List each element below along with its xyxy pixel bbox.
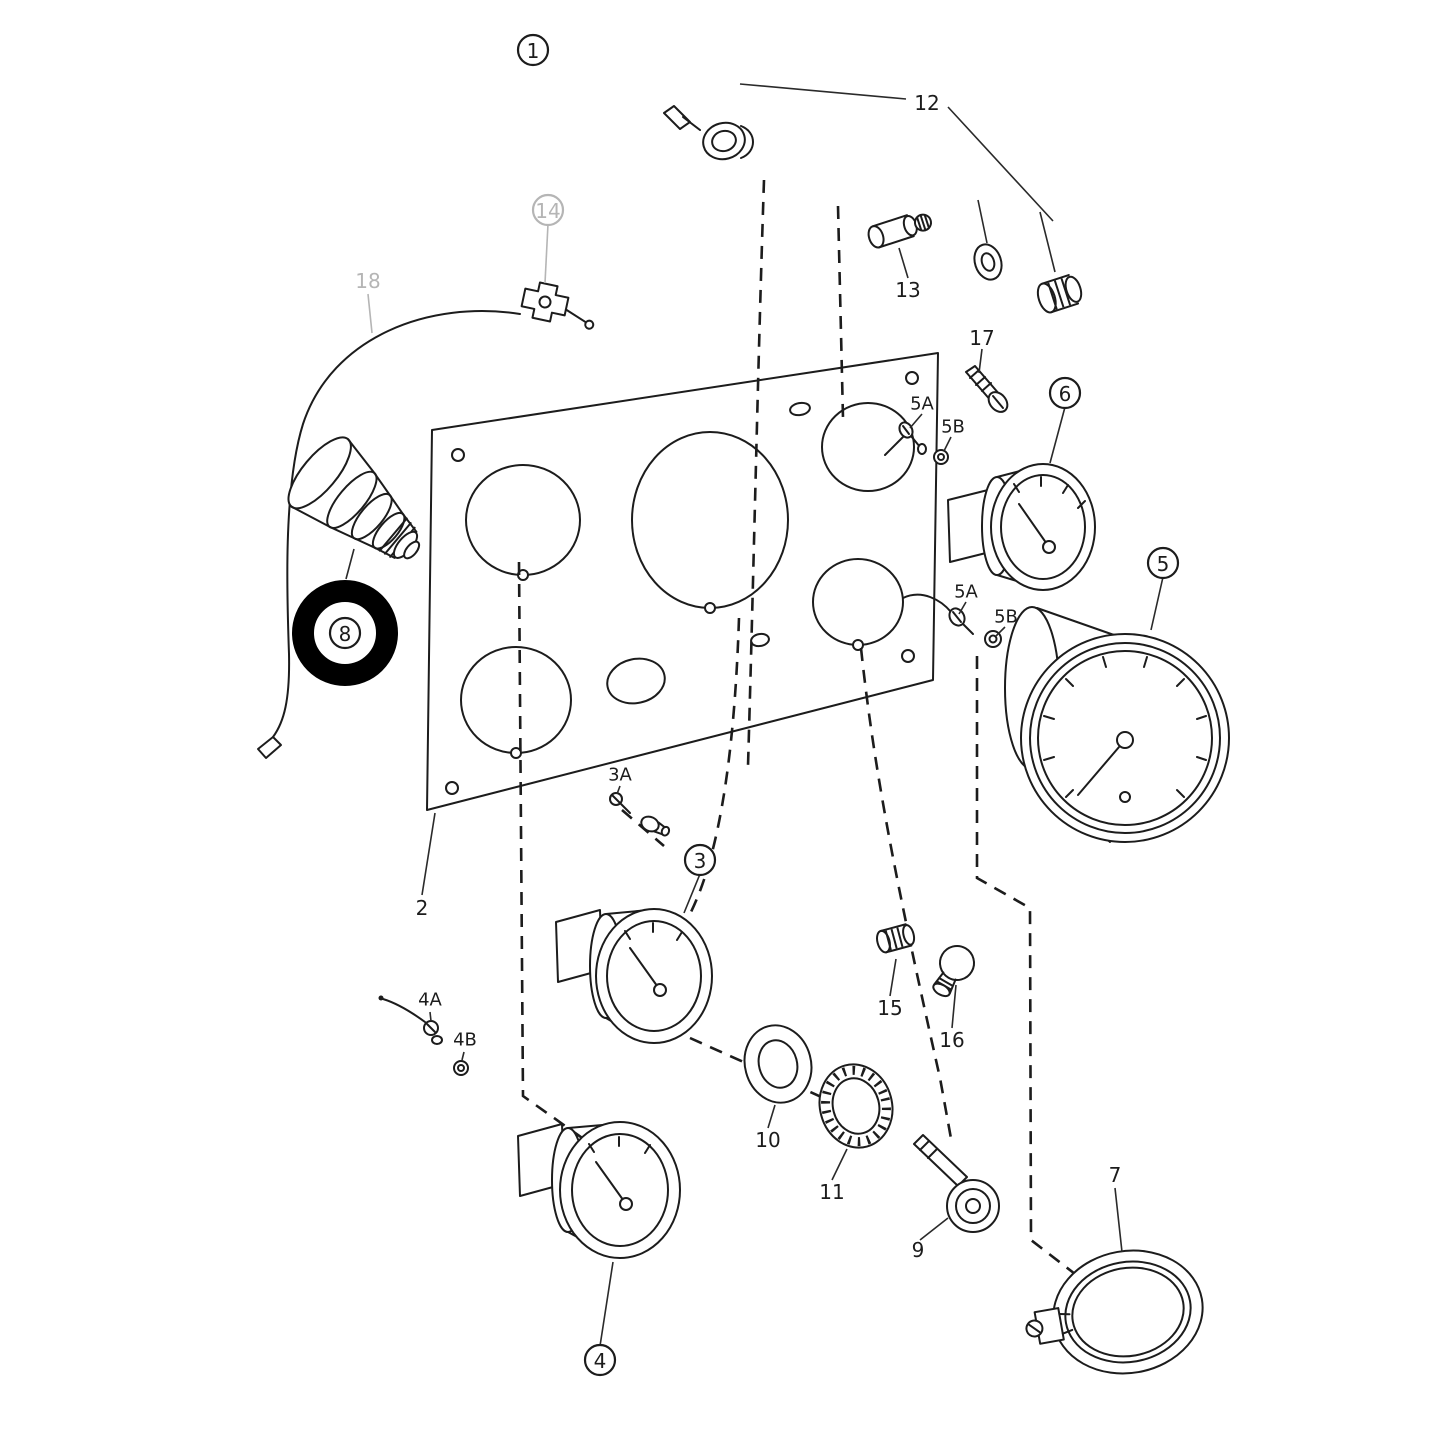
callout-14-label: 14: [535, 199, 560, 223]
callout-9-label: 9: [912, 1238, 925, 1262]
highlight-ring: [292, 580, 398, 686]
grommet-ring-10: [743, 1024, 813, 1104]
bulb-16: [932, 945, 975, 998]
callout-5a-upper[interactable]: 5A: [910, 394, 934, 415]
callout-11-label: 11: [819, 1180, 844, 1204]
callout-3[interactable]: 3: [683, 843, 717, 877]
callout-5b-mid[interactable]: 5B: [994, 607, 1018, 628]
callout-16[interactable]: 16: [939, 1028, 964, 1052]
callout-leader-lines: [345, 83, 1164, 1347]
gauge-3: [555, 908, 713, 1044]
callout-11[interactable]: 11: [819, 1180, 844, 1204]
bezel-ring-7: [1025, 1249, 1204, 1375]
panel-screw-17: [965, 365, 1009, 413]
callout-2-label: 2: [416, 896, 429, 920]
callout-15[interactable]: 15: [877, 996, 902, 1020]
gauge-nut-5b-upper: [933, 449, 949, 465]
callout-13[interactable]: 13: [895, 278, 920, 302]
gauge-4: [517, 1121, 681, 1259]
callout-1-label: 1: [527, 39, 540, 63]
callout-12[interactable]: 12: [914, 91, 939, 115]
gauge-3-screw-and-bulb: [609, 792, 671, 837]
callout-1[interactable]: 1: [516, 33, 550, 67]
callout-9[interactable]: 9: [912, 1238, 925, 1262]
callout-8-label: 8: [339, 622, 352, 646]
lamp-holder-15: [876, 923, 916, 954]
callout-6-label: 6: [1059, 382, 1072, 406]
callout-7-label: 7: [1109, 1163, 1122, 1187]
callout-5[interactable]: 5: [1146, 546, 1180, 580]
callout-17[interactable]: 17: [969, 326, 994, 350]
callout-5b-upper-label: 5B: [941, 417, 965, 438]
callout-4b[interactable]: 4B: [453, 1030, 477, 1051]
callout-10[interactable]: 10: [755, 1128, 780, 1152]
cable-clip-14: [520, 281, 595, 330]
callout-6[interactable]: 6: [1048, 376, 1082, 410]
callout-10-label: 10: [755, 1128, 780, 1152]
callout-5a-mid[interactable]: 5A: [954, 582, 978, 603]
callout-3a[interactable]: 3A: [608, 765, 632, 786]
callout-4a[interactable]: 4A: [418, 990, 442, 1011]
tachometer-5: [1004, 606, 1230, 843]
gauge-nut-4b: [453, 1060, 469, 1076]
gauge-screw-5a-mid: [902, 593, 974, 635]
callout-16-label: 16: [939, 1028, 964, 1052]
callout-4[interactable]: 4: [583, 1343, 617, 1377]
switch-washer: [973, 243, 1003, 281]
key-9: [913, 1134, 1000, 1233]
callout-14[interactable]: 14: [531, 193, 565, 227]
callout-5a-upper-label: 5A: [910, 394, 934, 415]
callout-4b-label: 4B: [453, 1030, 477, 1051]
callout-5a-mid-label: 5A: [954, 582, 978, 603]
ignition-switch-assembly: [663, 105, 754, 161]
callout-5b-upper[interactable]: 5B: [941, 417, 965, 438]
sender-unit-8: [287, 436, 421, 560]
callout-4a-label: 4A: [418, 990, 442, 1011]
callout-13-label: 13: [895, 278, 920, 302]
callout-3-label: 3: [694, 849, 707, 873]
callout-2[interactable]: 2: [416, 896, 429, 920]
switch-knurled-nut: [1036, 274, 1083, 314]
gauge-6: [947, 463, 1096, 591]
callout-8-highlighted[interactable]: 8: [292, 580, 398, 686]
lock-ring-11: [818, 1063, 894, 1149]
callout-12-label: 12: [914, 91, 939, 115]
callout-17-label: 17: [969, 326, 994, 350]
instrument-panel-plate: [426, 352, 939, 811]
switch-ferrule-13: [867, 213, 932, 249]
callout-18[interactable]: 18: [355, 269, 380, 293]
callout-5-label: 5: [1157, 552, 1170, 576]
callout-3a-label: 3A: [608, 765, 632, 786]
callout-4-label: 4: [594, 1349, 607, 1373]
callout-5b-mid-label: 5B: [994, 607, 1018, 628]
callout-7[interactable]: 7: [1109, 1163, 1122, 1187]
callout-15-label: 15: [877, 996, 902, 1020]
callout-18-label: 18: [355, 269, 380, 293]
